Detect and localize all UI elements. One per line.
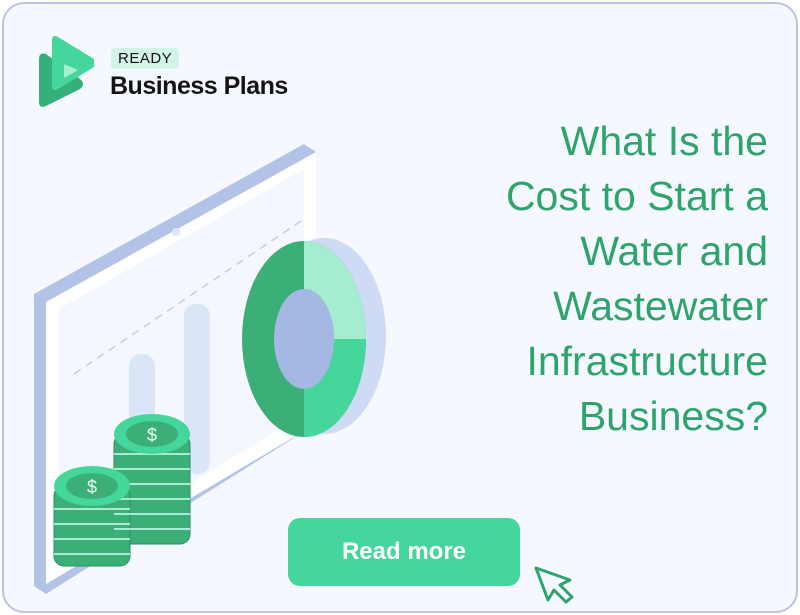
headline-line: Cost to Start a: [505, 173, 768, 219]
headline: What Is the Cost to Start a Water and Wa…: [348, 114, 768, 444]
finance-illustration: $ $: [34, 144, 386, 594]
headline-line: What Is the: [560, 118, 768, 164]
headline-line: Business?: [578, 393, 768, 439]
read-more-button[interactable]: Read more: [288, 518, 520, 586]
brand-badge: READY: [111, 48, 180, 69]
cursor-arrow-icon: [534, 566, 574, 604]
headline-line: Infrastructure: [526, 338, 768, 384]
brand-name: Business Plans: [110, 72, 288, 100]
headline-line: Wastewater: [553, 283, 768, 329]
svg-text:$: $: [147, 425, 157, 445]
dollar-coin-icon: $ $: [53, 414, 191, 567]
donut-chart-illustration: [242, 238, 386, 437]
svg-text:$: $: [87, 477, 97, 497]
logo-play-icon: [39, 36, 94, 107]
headline-line: Water and: [580, 228, 768, 274]
